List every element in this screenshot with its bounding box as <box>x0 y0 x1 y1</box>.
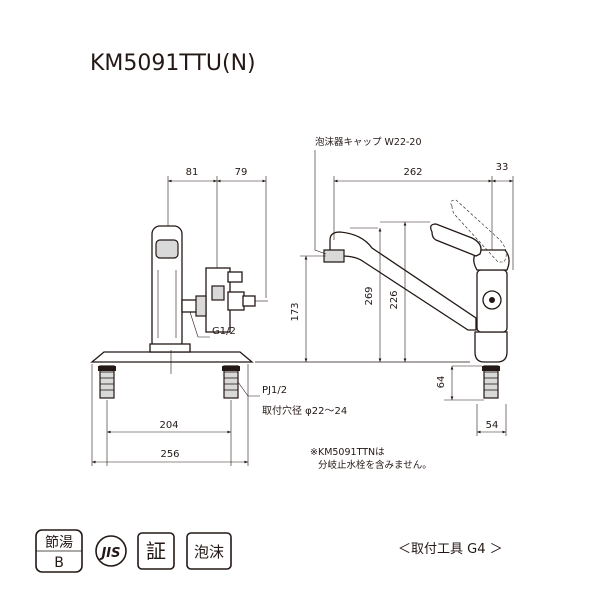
dim-173: 173 <box>290 302 301 321</box>
branch-valve <box>151 225 268 351</box>
dim-204: 204 <box>159 420 178 431</box>
note-line-1: ※KM5091TTNは <box>310 447 385 458</box>
dim-81: 81 <box>186 167 199 178</box>
water-saving-badge: 節湯 B <box>35 529 83 573</box>
supply-hose-thread <box>482 365 500 399</box>
spout <box>323 231 477 331</box>
base-plate <box>90 343 254 374</box>
dim-64: 64 <box>436 376 447 389</box>
water-saving-text: 節湯 <box>45 534 73 551</box>
extension-lines <box>91 176 514 466</box>
aerator-cap-label: 泡沫器キャップ W22-20 <box>315 136 422 148</box>
right-thread-pipe <box>222 365 240 399</box>
foam-badge: 泡沫 <box>186 532 232 570</box>
water-saving-grade: B <box>54 555 64 571</box>
pj-thread-leader <box>237 381 260 397</box>
dim-54: 54 <box>486 420 499 431</box>
tool-label: ＜取付工具 G4 ＞ <box>398 542 503 557</box>
g-thread-leader <box>189 311 210 338</box>
lever-handle <box>430 199 507 263</box>
dim-79: 79 <box>235 167 248 178</box>
dim-226: 226 <box>389 290 400 309</box>
certified-text: 証 <box>146 539 166 563</box>
dim-269: 269 <box>364 286 375 305</box>
pj-thread-label: PJ1/2 <box>262 385 287 396</box>
g-thread-label: G1/2 <box>212 326 236 337</box>
faucet-body <box>473 249 510 363</box>
dim-262: 262 <box>403 167 422 178</box>
note-line-2: 分岐止水栓を含みません。 <box>318 459 432 471</box>
mount-hole-label: 取付穴径 φ22～24 <box>262 404 347 417</box>
jis-badge: JIS <box>95 535 127 567</box>
foam-text: 泡沫 <box>194 543 224 561</box>
model-title: KM5091TTU(N) <box>90 51 256 76</box>
aerator-cap-leader <box>314 150 327 255</box>
left-thread-pipe <box>98 365 116 399</box>
dim-33: 33 <box>496 162 509 173</box>
certified-badge: 証 <box>137 532 175 570</box>
jis-text: JIS <box>98 546 120 561</box>
dim-256: 256 <box>160 449 179 460</box>
